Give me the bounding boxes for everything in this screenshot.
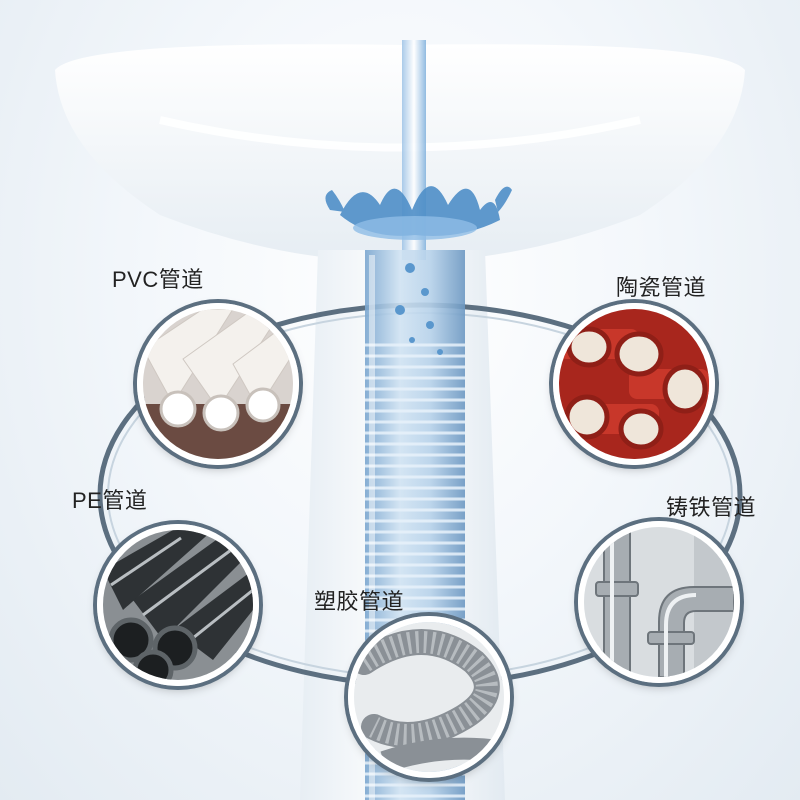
- plastic-pipe-photo: [348, 616, 510, 778]
- pe-pipe-photo: [97, 524, 259, 686]
- cast-iron-pipe-label: 铸铁管道: [666, 495, 757, 520]
- cast-iron-pipe-photo: [578, 521, 740, 683]
- pvc-pipe-photo: [137, 303, 299, 465]
- pe-pipe-label: PE管道: [72, 488, 148, 513]
- plastic-pipe-label: 塑胶管道: [314, 589, 405, 614]
- ceramic-pipe-label: 陶瓷管道: [616, 275, 707, 300]
- ceramic-pipe-photo: [553, 303, 715, 465]
- pvc-pipe-label: PVC管道: [112, 267, 204, 292]
